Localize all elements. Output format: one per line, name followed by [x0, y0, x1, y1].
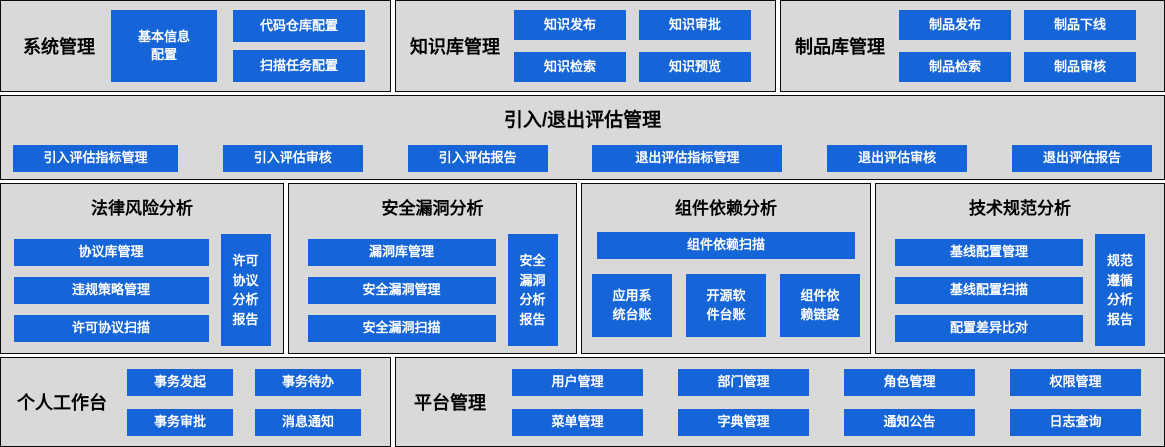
dependency-scan-button[interactable]: 组件依赖扫描: [597, 232, 855, 259]
knowledge-management-title: 知识库管理: [410, 37, 500, 57]
dept-mgmt-button[interactable]: 部门管理: [678, 368, 809, 396]
vuln-analysis-report-button[interactable]: 安全漏洞分析报告: [507, 234, 558, 346]
task-approve-button[interactable]: 事务审批: [127, 408, 233, 436]
artifact-publish-button[interactable]: 制品发布: [899, 10, 1011, 40]
role-mgmt-button[interactable]: 角色管理: [844, 368, 975, 396]
workspace-button-grid: 事务发起 事务待办 事务审批 消息通知: [127, 368, 361, 436]
platform-management-title: 平台管理: [414, 393, 486, 413]
panel-legal-risk-analysis: 法律风险分析 协议库管理 违规策略管理 许可协议扫描 许可协议分析报告: [0, 183, 284, 354]
panel-intro-exit-evaluation: 引入/退出评估管理 引入评估指标管理 引入评估审核 引入评估报告 退出评估指标管…: [0, 95, 1165, 180]
task-initiate-button[interactable]: 事务发起: [127, 368, 233, 396]
component-button-row: 应用系统台账 开源软件台账 组件依赖链路: [592, 274, 860, 337]
intro-eval-metrics-button[interactable]: 引入评估指标管理: [13, 145, 178, 172]
message-notify-button[interactable]: 消息通知: [255, 408, 361, 436]
protocol-library-button[interactable]: 协议库管理: [13, 238, 209, 266]
license-analysis-report-button[interactable]: 许可协议分析报告: [220, 234, 271, 346]
vuln-library-button[interactable]: 漏洞库管理: [307, 238, 496, 266]
platform-button-grid: 用户管理 部门管理 角色管理 权限管理 菜单管理 字典管理 通知公告 日志查询: [512, 368, 1141, 436]
artifact-offline-button[interactable]: 制品下线: [1024, 10, 1136, 40]
dict-mgmt-button[interactable]: 字典管理: [678, 408, 809, 436]
legal-button-stack: 协议库管理 违规策略管理 许可协议扫描: [13, 238, 209, 342]
artifact-review-button[interactable]: 制品审核: [1024, 52, 1136, 82]
baseline-config-mgmt-button[interactable]: 基线配置管理: [895, 238, 1083, 266]
baseline-config-scan-button[interactable]: 基线配置扫描: [895, 276, 1083, 304]
component-dependency-title: 组件依赖分析: [675, 199, 777, 218]
artifact-management-title: 制品库管理: [795, 37, 885, 57]
code-repo-config-button[interactable]: 代码仓库配置: [233, 10, 365, 42]
tech-spec-title: 技术规范分析: [969, 199, 1071, 218]
personal-workspace-title: 个人工作台: [17, 393, 107, 413]
intro-eval-report-button[interactable]: 引入评估报告: [407, 145, 548, 172]
panel-knowledge-management: 知识库管理 知识发布 知识审批 知识检索 知识预览: [395, 0, 776, 92]
tech-spec-body: 基线配置管理 基线配置扫描 配置差异比对 规范遵循分析报告: [876, 234, 1164, 346]
evaluation-title: 引入/退出评估管理: [503, 110, 662, 131]
system-button-column: 代码仓库配置 扫描任务配置: [233, 10, 365, 82]
menu-mgmt-button[interactable]: 菜单管理: [512, 408, 643, 436]
vuln-management-button[interactable]: 安全漏洞管理: [307, 276, 496, 304]
security-body: 漏洞库管理 安全漏洞管理 安全漏洞扫描 安全漏洞分析报告: [289, 234, 576, 346]
artifact-button-grid: 制品发布 制品下线 制品检索 制品审核: [899, 10, 1136, 82]
knowledge-preview-button[interactable]: 知识预览: [639, 52, 751, 82]
panel-artifact-management: 制品库管理 制品发布 制品下线 制品检索 制品审核: [780, 0, 1165, 92]
panel-system-management: 系统管理 基本信息配置 代码仓库配置 扫描任务配置: [0, 0, 391, 92]
panel-tech-spec-analysis: 技术规范分析 基线配置管理 基线配置扫描 配置差异比对 规范遵循分析报告: [875, 183, 1165, 354]
user-mgmt-button[interactable]: 用户管理: [512, 368, 643, 396]
notice-announce-button[interactable]: 通知公告: [844, 408, 975, 436]
knowledge-search-button[interactable]: 知识检索: [514, 52, 626, 82]
violation-policy-button[interactable]: 违规策略管理: [13, 276, 209, 304]
app-system-ledger-button[interactable]: 应用系统台账: [592, 274, 672, 337]
exit-eval-report-button[interactable]: 退出评估报告: [1011, 145, 1152, 172]
legal-body: 协议库管理 违规策略管理 许可协议扫描 许可协议分析报告: [1, 234, 283, 346]
evaluation-button-row: 引入评估指标管理 引入评估审核 引入评估报告 退出评估指标管理 退出评估审核 退…: [13, 145, 1152, 172]
scan-task-config-button[interactable]: 扫描任务配置: [233, 50, 365, 82]
panel-security-vuln-analysis: 安全漏洞分析 漏洞库管理 安全漏洞管理 安全漏洞扫描 安全漏洞分析报告: [288, 183, 577, 354]
license-scan-button[interactable]: 许可协议扫描: [13, 314, 209, 342]
vuln-scan-button[interactable]: 安全漏洞扫描: [307, 314, 496, 342]
panel-platform-management: 平台管理 用户管理 部门管理 角色管理 权限管理 菜单管理 字典管理 通知公告 …: [395, 357, 1165, 447]
dependency-chain-button[interactable]: 组件依赖链路: [780, 274, 860, 337]
tech-spec-button-stack: 基线配置管理 基线配置扫描 配置差异比对: [895, 238, 1083, 342]
knowledge-approval-button[interactable]: 知识审批: [639, 10, 751, 40]
intro-eval-review-button[interactable]: 引入评估审核: [222, 145, 363, 172]
panel-component-dependency-analysis: 组件依赖分析 组件依赖扫描 应用系统台账 开源软件台账 组件依赖链路: [581, 183, 871, 354]
legal-risk-title: 法律风险分析: [91, 199, 193, 218]
security-vuln-title: 安全漏洞分析: [381, 199, 484, 218]
knowledge-publish-button[interactable]: 知识发布: [514, 10, 626, 40]
exit-eval-review-button[interactable]: 退出评估审核: [827, 145, 968, 172]
component-body: 组件依赖扫描 应用系统台账 开源软件台账 组件依赖链路: [582, 232, 870, 337]
exit-eval-metrics-button[interactable]: 退出评估指标管理: [592, 145, 783, 172]
security-button-stack: 漏洞库管理 安全漏洞管理 安全漏洞扫描: [307, 238, 496, 342]
basic-info-config-button[interactable]: 基本信息配置: [111, 10, 217, 82]
system-management-title: 系统管理: [23, 37, 95, 57]
oss-ledger-button[interactable]: 开源软件台账: [686, 274, 766, 337]
artifact-search-button[interactable]: 制品检索: [899, 52, 1011, 82]
knowledge-button-grid: 知识发布 知识审批 知识检索 知识预览: [514, 10, 751, 82]
spec-compliance-report-button[interactable]: 规范遵循分析报告: [1095, 234, 1145, 346]
log-query-button[interactable]: 日志查询: [1010, 408, 1141, 436]
task-todo-button[interactable]: 事务待办: [255, 368, 361, 396]
panel-personal-workspace: 个人工作台 事务发起 事务待办 事务审批 消息通知: [0, 357, 391, 447]
config-diff-button[interactable]: 配置差异比对: [895, 314, 1083, 342]
permission-mgmt-button[interactable]: 权限管理: [1010, 368, 1141, 396]
